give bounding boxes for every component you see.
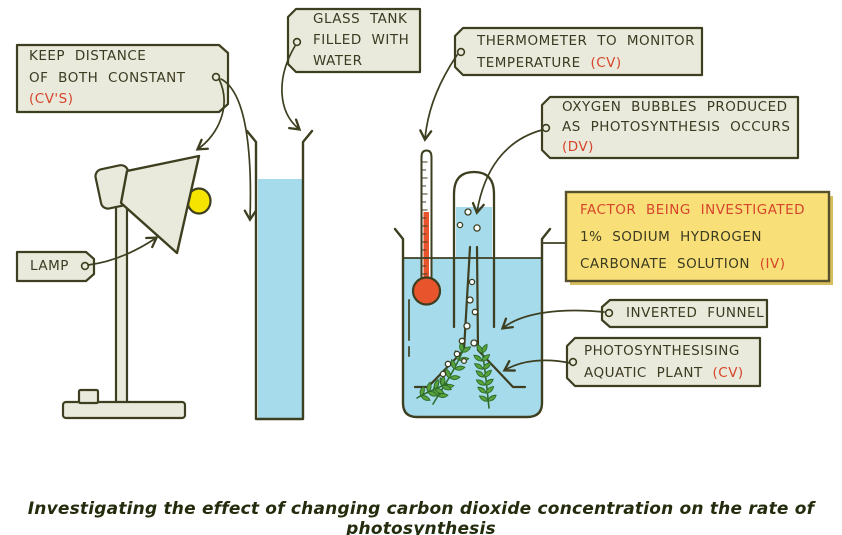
label-line: FILLED WITH bbox=[313, 32, 410, 48]
tag-shapes bbox=[15, 7, 800, 388]
label-line: OF BOTH CONSTANT bbox=[29, 69, 186, 86]
oxygen-bubbles-icon bbox=[439, 208, 481, 378]
tag-holes bbox=[80, 37, 614, 367]
label-line: 1% SODIUM HYDROGEN bbox=[580, 228, 762, 245]
label-line: AQUATIC PLANT (CV) bbox=[584, 365, 744, 381]
arrow-tank-label bbox=[281, 45, 302, 131]
label-factor-investigated: FACTOR BEING INVESTIGATED 1% SODIUM HYDR… bbox=[567, 194, 841, 280]
label-line: FACTOR BEING INVESTIGATED bbox=[580, 201, 806, 218]
label-glass-tank: GLASS TANK FILLED WITH WATER bbox=[288, 10, 445, 71]
tag-lamp bbox=[15, 250, 96, 283]
arrow-keep-to-gap bbox=[220, 78, 257, 222]
tag-thermometer bbox=[453, 26, 704, 77]
aquatic-plant-icon bbox=[416, 341, 498, 409]
label-line: LAMP bbox=[30, 258, 69, 274]
lamp-icon bbox=[61, 154, 212, 420]
label-line: WATER bbox=[313, 53, 363, 69]
beaker-icon bbox=[393, 227, 552, 419]
label-line: KEEP DISTANCE bbox=[29, 48, 147, 65]
arrow-oxygen-label bbox=[471, 129, 543, 215]
label-line: AS PHOTOSYNTHESIS OCCURS bbox=[562, 119, 791, 135]
tag-keep-distance bbox=[15, 43, 230, 114]
tag-oxygen bbox=[540, 95, 800, 160]
caption: Investigating the effect of changing car… bbox=[27, 499, 815, 535]
label-lamp: LAMP bbox=[17, 252, 107, 281]
arrow-funnel-label bbox=[500, 309, 605, 330]
label-line: INVERTED FUNNEL bbox=[626, 305, 765, 321]
label-line: GLASS TANK bbox=[313, 11, 408, 27]
label-thermometer: THERMOMETER TO MONITOR TEMPERATURE (CV) bbox=[455, 29, 724, 74]
label-line: CARBONATE SOLUTION (IV) bbox=[580, 255, 786, 272]
arrow-lamp-label bbox=[87, 236, 159, 266]
label-line: THERMOMETER TO MONITOR bbox=[477, 32, 695, 49]
label-keep-distance: KEEP DISTANCE OF BOTH CONSTANT (CV'S) bbox=[17, 46, 240, 111]
label-inverted-funnel: INVERTED FUNNEL bbox=[602, 300, 791, 327]
label-line: (CV'S) bbox=[29, 91, 74, 108]
tag-glass-tank bbox=[286, 7, 422, 74]
test-tube-icon bbox=[452, 170, 496, 329]
label-aquatic-plant: PHOTOSYNTHESISING AQUATIC PLANT (CV) bbox=[567, 339, 777, 385]
arrow-thermo-label bbox=[419, 54, 458, 142]
arrow-keep-to-lamp bbox=[195, 78, 225, 151]
label-line: PHOTOSYNTHESISING bbox=[584, 343, 740, 359]
label-line: OXYGEN BUBBLES PRODUCED bbox=[562, 99, 788, 115]
arrow-plant-label bbox=[502, 359, 571, 372]
tag-inverted-funnel bbox=[600, 298, 769, 329]
arrows bbox=[87, 45, 605, 372]
tag-aquatic-plant bbox=[565, 336, 762, 388]
glass-tank-icon bbox=[245, 129, 314, 421]
thermometer-icon bbox=[411, 149, 442, 306]
label-oxygen-bubbles: OXYGEN BUBBLES PRODUCED AS PHOTOSYNTHESI… bbox=[542, 97, 818, 157]
label-line: (DV) bbox=[562, 139, 594, 155]
factor-box-shape bbox=[542, 190, 833, 285]
label-line: TEMPERATURE (CV) bbox=[477, 54, 622, 71]
